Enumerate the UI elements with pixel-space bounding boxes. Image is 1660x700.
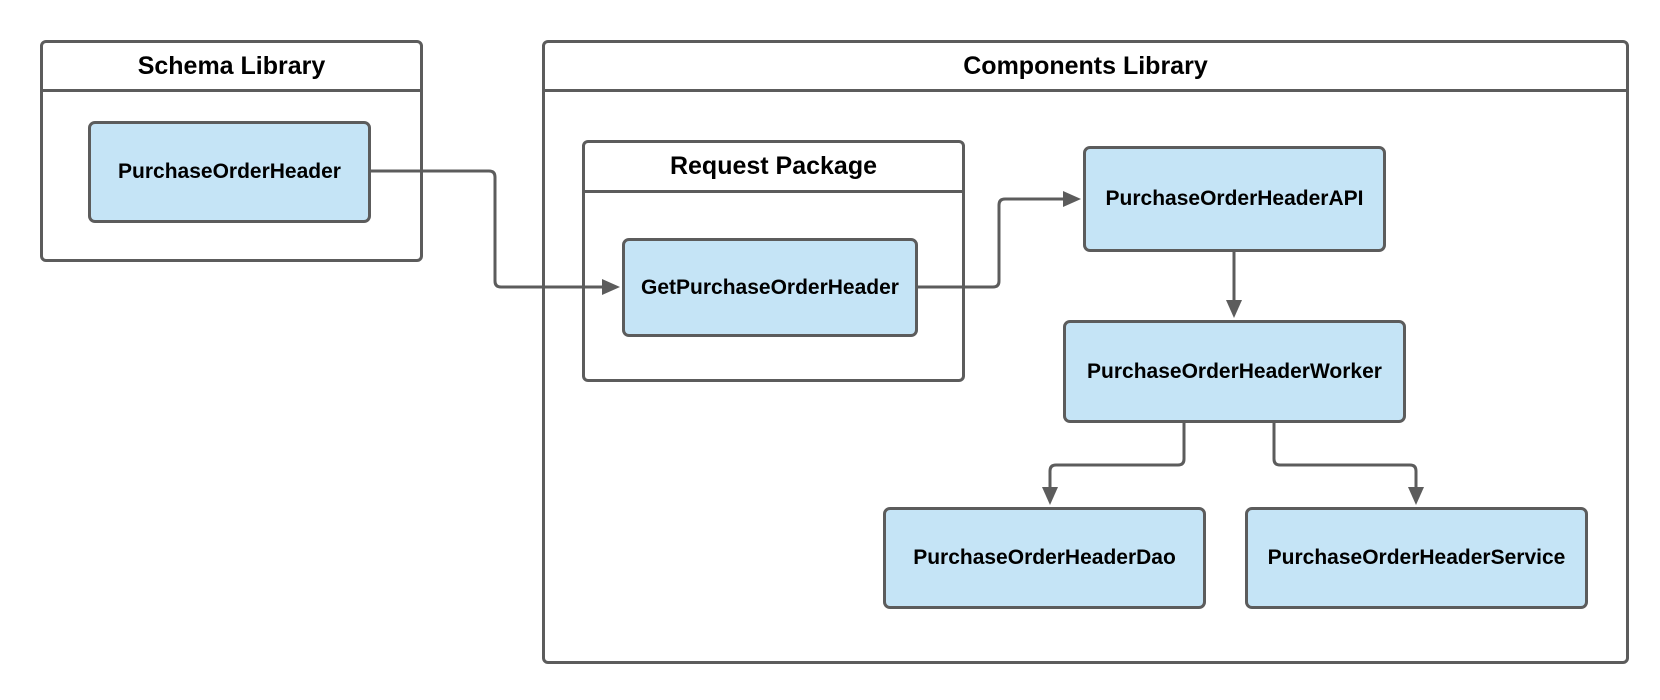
schema-library-title: Schema Library bbox=[43, 43, 420, 92]
purchase-order-header-worker-node[interactable]: PurchaseOrderHeaderWorker bbox=[1063, 320, 1406, 423]
purchase-order-header-dao-node[interactable]: PurchaseOrderHeaderDao bbox=[883, 507, 1206, 609]
purchase-order-header-node[interactable]: PurchaseOrderHeader bbox=[88, 121, 371, 223]
purchase-order-header-api-node[interactable]: PurchaseOrderHeaderAPI bbox=[1083, 146, 1386, 252]
components-library-title: Components Library bbox=[545, 43, 1626, 92]
request-package-title: Request Package bbox=[585, 143, 962, 193]
purchase-order-header-service-node[interactable]: PurchaseOrderHeaderService bbox=[1245, 507, 1588, 609]
get-purchase-order-header-node[interactable]: GetPurchaseOrderHeader bbox=[622, 238, 918, 337]
